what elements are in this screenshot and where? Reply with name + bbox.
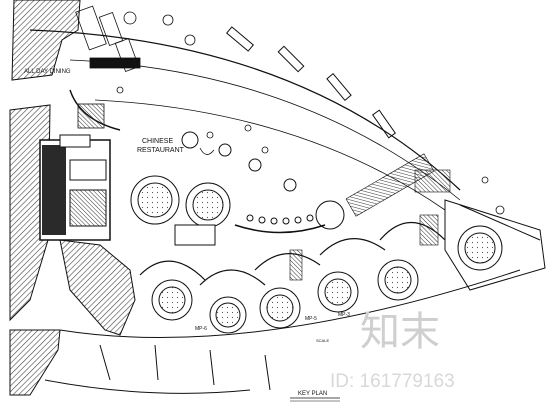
scale-label: SCALE <box>316 338 329 343</box>
label-all-day-dining: ALL DAY DINING <box>24 69 71 75</box>
dining-furniture-top <box>69 5 196 131</box>
label-room-mp5: MP-5 <box>305 316 317 322</box>
left-wall-block <box>9 0 136 396</box>
right-wedge <box>444 199 546 291</box>
private-room-tables <box>151 225 503 334</box>
scattered-symbols <box>116 86 505 215</box>
label-room-mp3: MP-3 <box>338 312 350 318</box>
kitchen-block <box>39 134 111 241</box>
watermark-id: ID: 161779163 <box>330 371 455 392</box>
key-plan-title: KEY PLAN <box>298 391 327 397</box>
room-partitions <box>289 153 451 281</box>
window-mullions <box>225 26 397 139</box>
watermark-logo: 知末 <box>360 309 440 355</box>
bar-counter <box>234 214 326 234</box>
bottom-mullions <box>99 344 271 391</box>
label-room-mp6: MP-6 <box>195 326 207 332</box>
label-restaurant: RESTAURANT <box>137 147 185 154</box>
chinese-restaurant-tables <box>130 131 345 246</box>
label-chinese: CHINESE <box>142 138 173 145</box>
